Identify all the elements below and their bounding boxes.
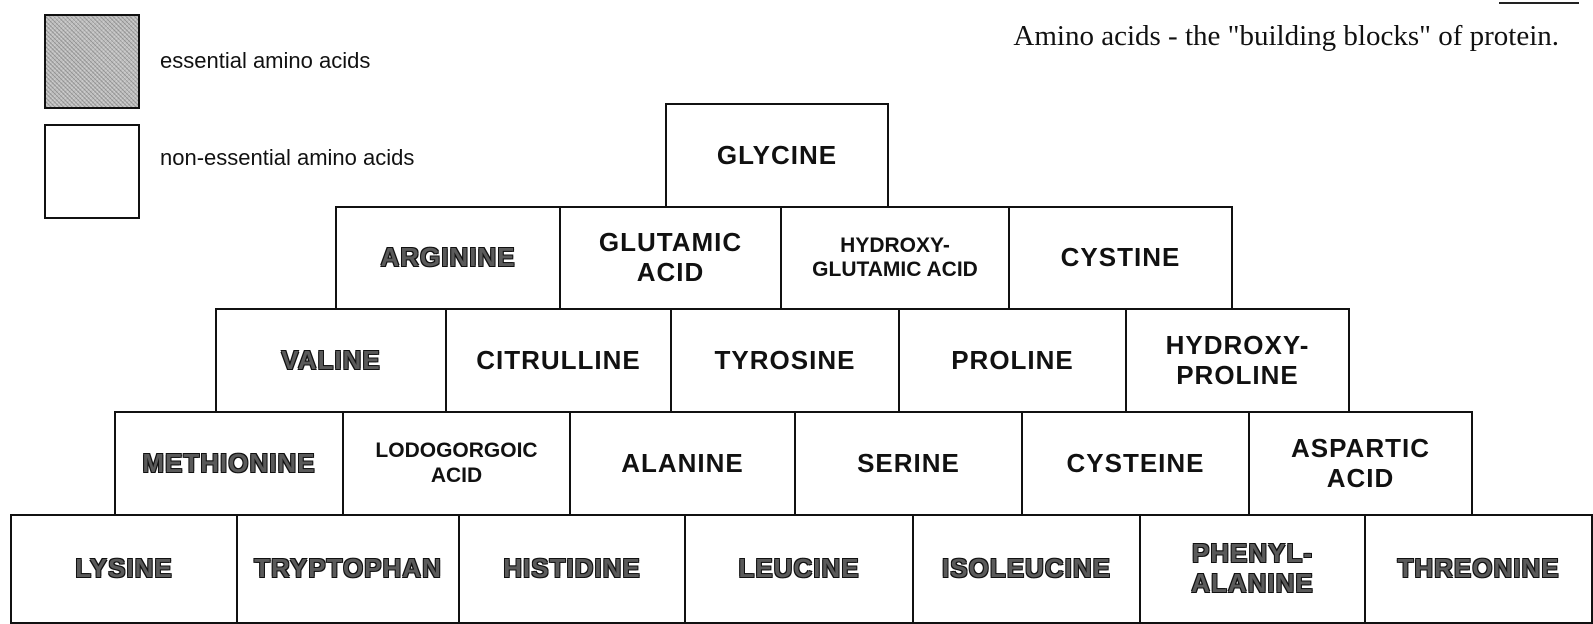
legend-non-essential-swatch <box>44 124 140 219</box>
diagram-title: Amino acids - the "building blocks" of p… <box>1013 20 1559 52</box>
block-alanine: ALANINE <box>569 411 796 516</box>
block-isoleucine: ISOLEUCINE <box>912 514 1141 624</box>
legend-essential-swatch <box>44 14 140 109</box>
block-serine: SERINE <box>794 411 1023 516</box>
legend-essential-label: essential amino acids <box>160 48 371 73</box>
legend-non-essential-label: non-essential amino acids <box>160 145 415 170</box>
block-cysteine: CYSTEINE <box>1021 411 1250 516</box>
block-hydroxyglutamic-acid: HYDROXY- GLUTAMIC ACID <box>780 206 1010 310</box>
block-threonine: THREONINE <box>1364 514 1593 624</box>
block-phenylalanine: PHENYL- ALANINE <box>1139 514 1366 624</box>
block-hydroxyproline: HYDROXY- PROLINE <box>1125 308 1350 413</box>
block-valine: VALINE <box>215 308 447 413</box>
block-glutamic-acid: GLUTAMIC ACID <box>559 206 782 310</box>
block-glycine: GLYCINE <box>665 103 889 208</box>
block-cystine: CYSTINE <box>1008 206 1233 310</box>
block-histidine: HISTIDINE <box>458 514 686 624</box>
top-edge-line <box>1499 2 1579 4</box>
block-lysine: LYSINE <box>10 514 238 624</box>
block-tryptophan: TRYPTOPHAN <box>236 514 460 624</box>
block-leucine: LEUCINE <box>684 514 914 624</box>
block-citrulline: CITRULLINE <box>445 308 672 413</box>
block-proline: PROLINE <box>898 308 1127 413</box>
block-tyrosine: TYROSINE <box>670 308 900 413</box>
block-arginine: ARGININE <box>335 206 561 310</box>
block-lodogorgoic-acid: LODOGORGOIC ACID <box>342 411 571 516</box>
block-methionine: METHIONINE <box>114 411 344 516</box>
block-aspartic-acid: ASPARTIC ACID <box>1248 411 1473 516</box>
